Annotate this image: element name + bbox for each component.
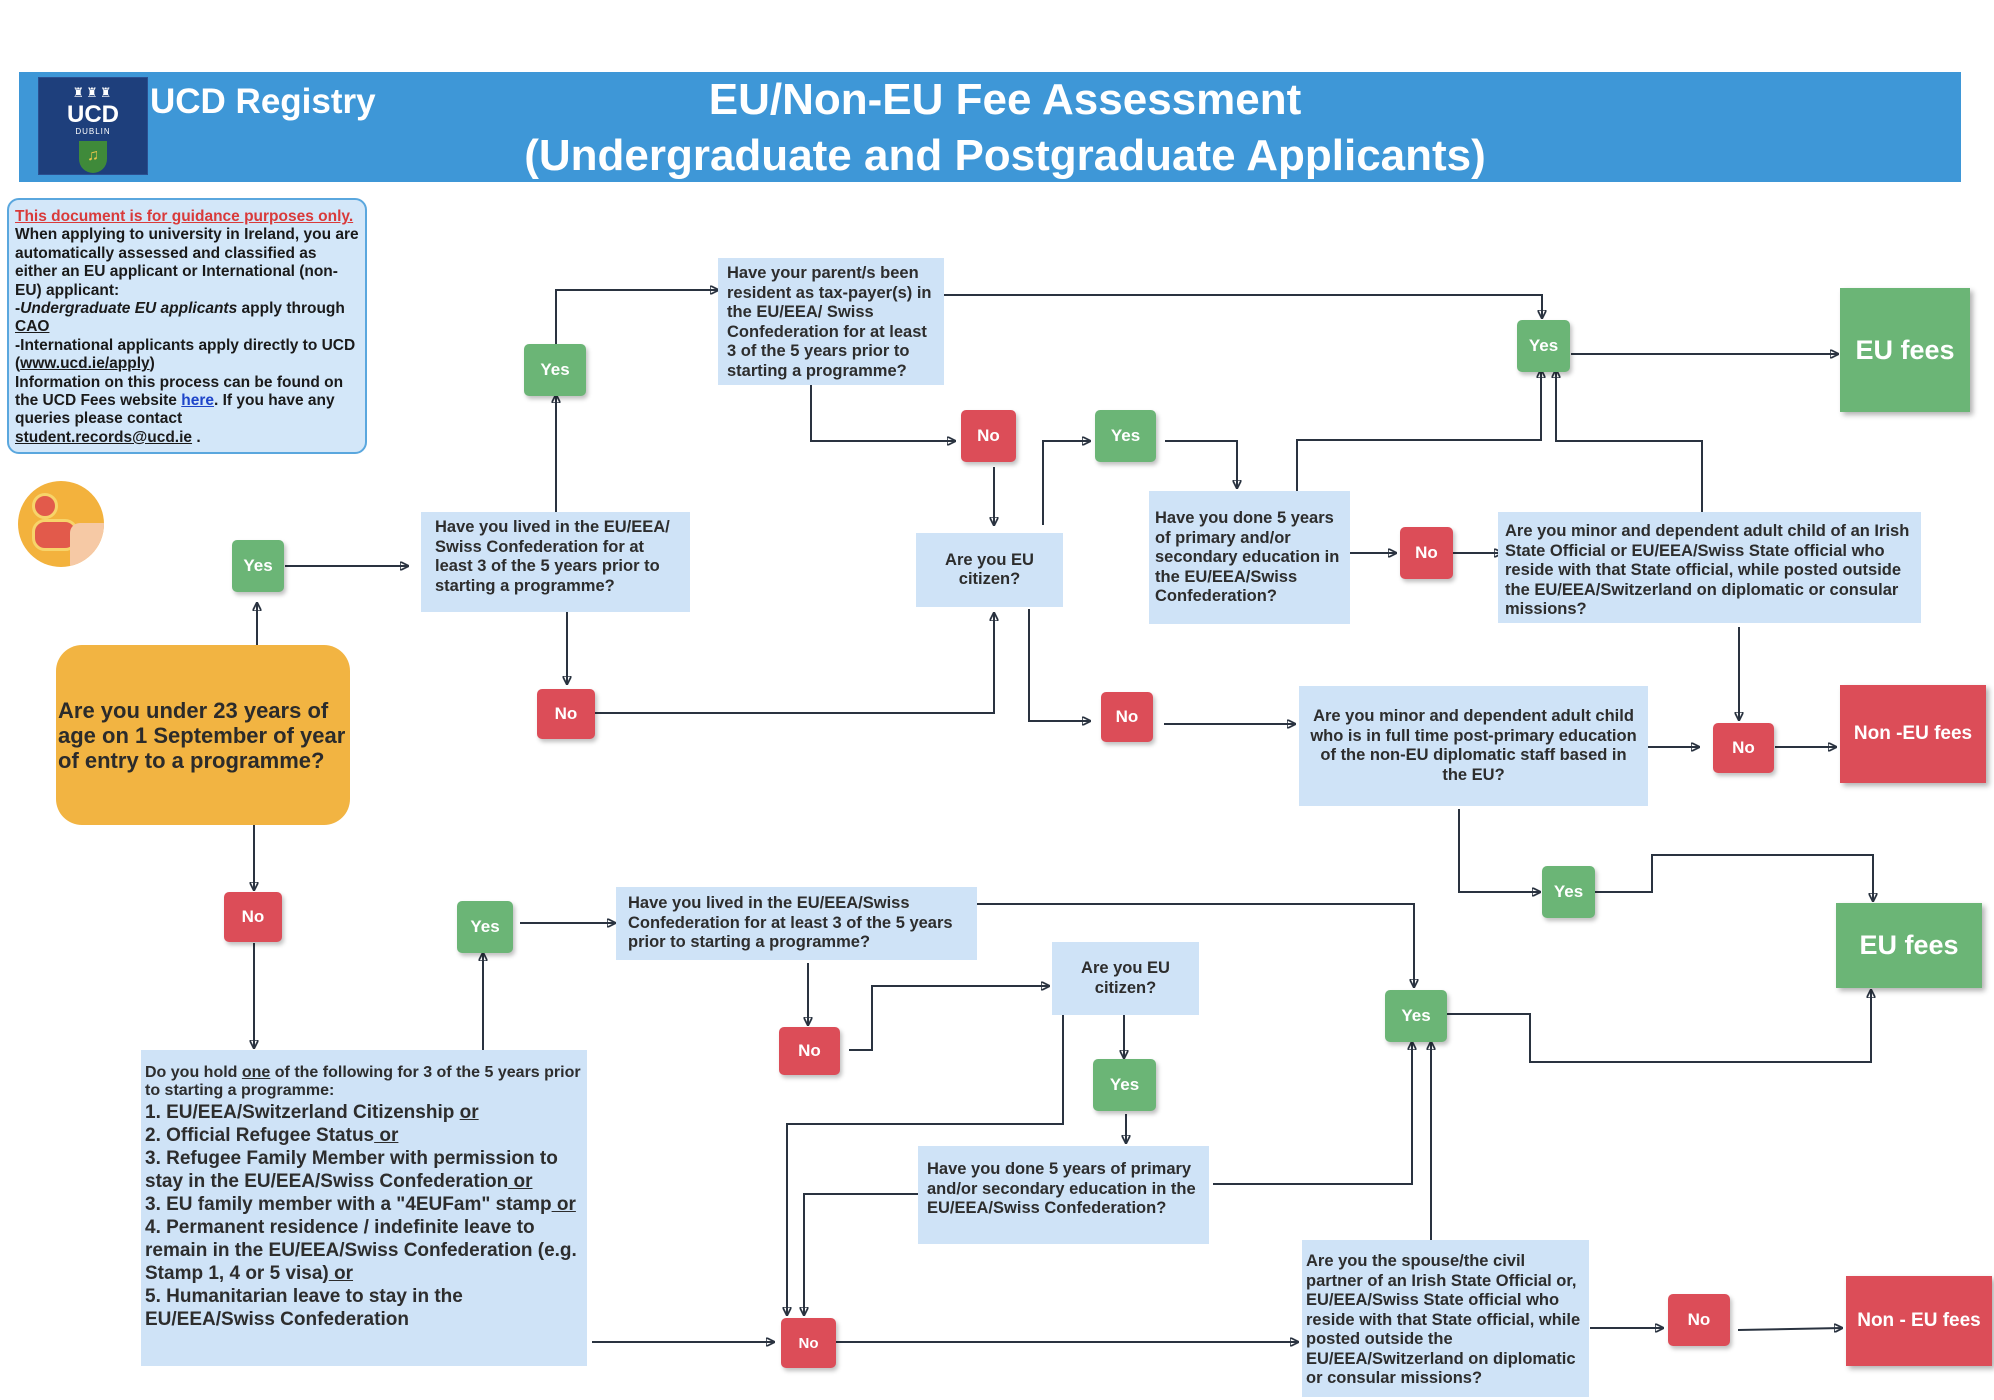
header-bar <box>19 72 1961 182</box>
question-parents-resident: Have your parent/s been resident as tax-… <box>718 258 944 385</box>
question-education-bottom: Have you done 5 years of primary and/or … <box>918 1146 1209 1244</box>
yes-lived-under-23: Yes <box>524 344 586 396</box>
note-end: . <box>192 428 201 446</box>
arrow-eucitizen-to-no <box>1028 609 1090 721</box>
outcome-eu-fees-mid: EU fees <box>1836 903 1982 988</box>
fees-website-link[interactable]: here <box>181 392 214 410</box>
arrow-eucitizen-bottom-to-no <box>787 1015 1064 1315</box>
arrow-eucitizen-to-yes <box>1042 441 1090 525</box>
status-item: 4. Permanent residence / indefinite leav… <box>145 1217 577 1284</box>
question-lived-under-23: Have you lived in the EU/EEA/ Swiss Conf… <box>421 512 690 612</box>
arrow-minor-diplomatic-to-yes <box>1458 809 1540 892</box>
arrow-yes-to-parents <box>555 290 718 345</box>
logo-subtext: DUBLIN <box>75 127 111 136</box>
note-international-end: ) <box>149 355 155 373</box>
contact-email-link[interactable]: student.records@ucd.ie <box>15 428 193 446</box>
arrow-education-bottom-to-no <box>804 1193 918 1315</box>
question-lived-over-23: Have you lived in the EU/EEA/Swiss Confe… <box>616 887 977 960</box>
no-lived-over-23: No <box>779 1027 840 1075</box>
arrow-parents-to-yes <box>944 294 1542 318</box>
outcome-eu-fees-top: EU fees <box>1840 288 1970 412</box>
status-item: 5. Humanitarian leave to stay in the EU/… <box>145 1286 463 1330</box>
question-spouse: Are you the spouse/the civil partner of … <box>1302 1240 1589 1397</box>
arrow-education-bottom-to-yes <box>1213 1042 1412 1185</box>
arrow-education-to-yes <box>1296 370 1541 491</box>
guidance-note: This document is for guidance purposes o… <box>7 198 367 454</box>
checklist-hand-icon <box>18 481 104 567</box>
outcome-non-eu-fees-bottom: Non - EU fees <box>1846 1276 1992 1366</box>
question-eu-citizen-bottom: Are you EU citizen? <box>1052 942 1199 1015</box>
no-education-top: No <box>1400 527 1453 579</box>
status-intro-b: of the following for 3 of the 5 years pr… <box>145 1064 581 1099</box>
arrow-yes-to-eu-fees-mid <box>1595 854 1873 901</box>
arrow-no-to-eucitizen <box>595 613 994 714</box>
registry-label: UCD Registry <box>150 82 376 121</box>
question-under-23: Are you under 23 years of age on 1 Septe… <box>56 645 350 825</box>
arrow-lived-over23-to-yes <box>977 903 1414 987</box>
status-intro-one: one <box>241 1064 271 1081</box>
note-contact: . If you have any queries please contact <box>15 392 335 428</box>
yes-minor-non-eu-diplomatic: Yes <box>1542 866 1595 918</box>
outcome-non-eu-fees-top: Non -EU fees <box>1840 685 1986 783</box>
note-apply-through: apply through <box>237 300 345 318</box>
status-item: 1. EU/EEA/Switzerland Citizenship or <box>145 1102 479 1123</box>
status-item: 2. Official Refugee Status or <box>145 1125 399 1146</box>
yes-under-23: Yes <box>232 540 284 592</box>
no-minor-official: No <box>1713 723 1774 773</box>
note-dash: - <box>15 300 21 318</box>
guidance-warning: This document is for guidance purposes o… <box>15 208 354 225</box>
question-residency-status: Do you hold one of the following for 3 o… <box>141 1050 587 1366</box>
no-lived-under-23: No <box>537 689 595 739</box>
arrow-no-to-non-eu-bottom <box>1737 1328 1842 1330</box>
question-education-top: Have you done 5 years of primary and/or … <box>1149 491 1350 624</box>
cao-link[interactable]: CAO <box>15 318 50 336</box>
note-info: Information on this process can be found… <box>15 373 344 410</box>
logo-text: UCD <box>67 101 119 128</box>
page-title: EU/Non-EU Fee Assessment <box>708 75 1302 124</box>
status-intro-a: Do you hold <box>145 1064 242 1081</box>
arrow-parents-to-no <box>810 385 955 441</box>
yes-residency-status: Yes <box>457 901 513 953</box>
no-under-23: No <box>224 892 282 942</box>
yes-eu-citizen-bottom: Yes <box>1093 1059 1156 1111</box>
note-international: -International applicants apply directly… <box>15 336 356 373</box>
note-undergrad: Undergraduate EU applicants <box>20 300 238 318</box>
yes-eu-citizen-top: Yes <box>1095 410 1156 462</box>
question-minor-non-eu-diplomatic: Are you minor and dependent adult child … <box>1299 686 1648 806</box>
no-parents-resident: No <box>961 410 1016 462</box>
arrow-no-to-eucitizen-bottom <box>849 986 1049 1051</box>
ucd-logo: ♜♜♜ UCD DUBLIN ♫ <box>38 77 148 175</box>
status-item: 3. EU family member with a "4EUFam" stam… <box>145 1194 576 1215</box>
status-item: 3. Refugee Family Member with permission… <box>145 1148 558 1192</box>
arrow-yes-to-eu-fees-bottom <box>1442 990 1871 1063</box>
ucd-apply-link[interactable]: www.ucd.ie/apply <box>20 355 150 373</box>
page-subtitle: (Undergraduate and Postgraduate Applican… <box>524 131 1486 180</box>
yes-eu-fees-bottom: Yes <box>1385 990 1447 1042</box>
question-eu-citizen-top: Are you EU citizen? <box>916 533 1063 607</box>
arrow-minor-official-to-yes <box>1556 370 1703 512</box>
no-eu-citizen-top: No <box>1101 692 1153 742</box>
no-spouse: No <box>1668 1294 1730 1346</box>
arrow-yes-to-education <box>1165 440 1237 488</box>
no-residency-status: No <box>781 1318 836 1368</box>
question-minor-state-official: Are you minor and dependent adult child … <box>1498 512 1921 623</box>
note-intro: When applying to university in Ireland, … <box>15 226 359 299</box>
yes-eu-fees-top: Yes <box>1517 320 1570 372</box>
castle-icon: ♜♜♜ <box>72 85 114 100</box>
harp-shield-icon: ♫ <box>79 141 107 173</box>
